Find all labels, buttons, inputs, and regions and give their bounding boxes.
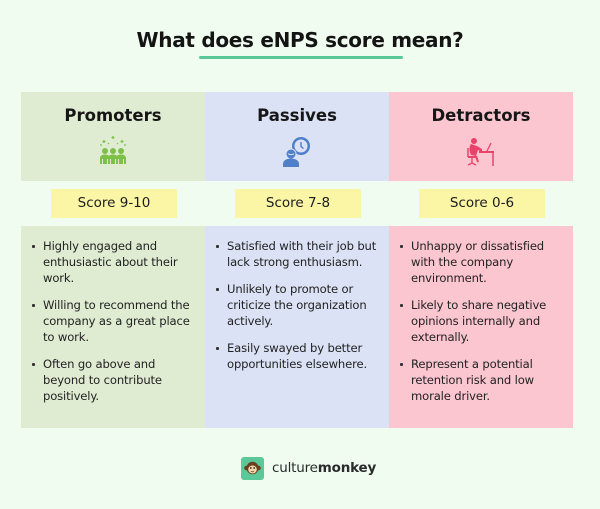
celebrating-group-icon xyxy=(100,136,126,164)
promoters-score-badge: Score 9-10 xyxy=(51,189,177,218)
passives-score-badge: Score 7-8 xyxy=(235,189,361,218)
promoters-label: Promoters xyxy=(64,106,162,125)
bullet-item: Willing to recommend the company as a gr… xyxy=(31,297,197,345)
person-clock-icon xyxy=(283,137,310,167)
detractors-header: Detractors xyxy=(389,92,573,181)
bullet-item: Unlikely to promote or criticize the org… xyxy=(215,281,381,329)
bullet-item: Unhappy or dissatisfied with the company… xyxy=(399,238,565,286)
bullet-item: Highly engaged and enthusiastic about th… xyxy=(31,238,197,286)
passives-label: Passives xyxy=(257,106,337,125)
bullet-item: Often go above and beyond to contribute … xyxy=(31,356,197,404)
bullet-item: Easily swayed by better opportunities el… xyxy=(215,340,381,372)
bullet-item: Likely to share negative opinions intern… xyxy=(399,297,565,345)
brand-logo-lockup: culturemonkey xyxy=(241,456,376,480)
detractors-description: Unhappy or dissatisfied with the company… xyxy=(389,226,573,428)
promoters-description: Highly engaged and enthusiastic about th… xyxy=(21,226,205,428)
bullet-item: Represent a potential retention risk and… xyxy=(399,356,565,404)
promoters-header: Promoters xyxy=(21,92,205,181)
slumped-desk-worker-icon xyxy=(467,138,494,166)
title-underline xyxy=(199,56,403,59)
detractors-score-badge: Score 0-6 xyxy=(419,189,545,218)
page-title: What does eNPS score mean? xyxy=(136,28,464,52)
monkey-face-icon xyxy=(241,456,264,480)
detractors-label: Detractors xyxy=(431,106,531,125)
passives-description: Satisfied with their job but lack strong… xyxy=(205,226,389,428)
brand-name: culturemonkey xyxy=(272,460,377,476)
bullet-item: Satisfied with their job but lack strong… xyxy=(215,238,381,270)
passives-header: Passives xyxy=(205,92,389,181)
